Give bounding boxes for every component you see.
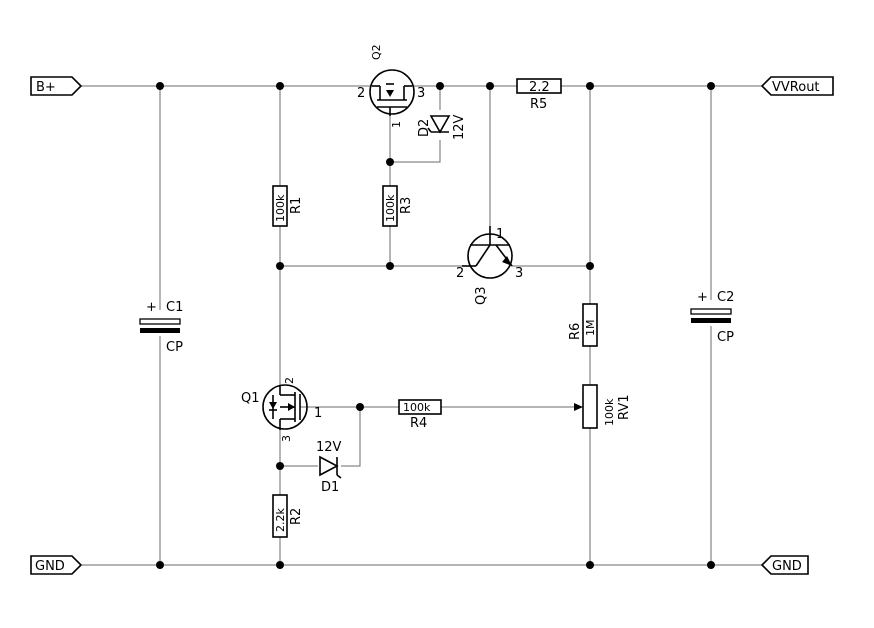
r1-ref: R1 [289,197,304,214]
r5-value: 2.2 [529,80,550,95]
q1-ref: Q1 [241,391,260,406]
zener-d1: 12V D1 [316,440,342,495]
q3-pin3: 3 [515,266,523,281]
resistor-r3: 100k R3 [382,185,414,227]
port-gnd-left: GND [30,555,83,575]
q1-pin2: 2 [283,377,296,384]
q2-pin2: 2 [357,86,365,101]
transistor-q1: Q1 2 1 3 [241,377,322,442]
resistor-r6: 1M R6 [568,303,598,347]
q2-pin3: 3 [417,86,425,101]
r3-value: 100k [384,194,397,222]
r6-ref: R6 [568,323,583,340]
q3-pin1: 1 [496,227,504,242]
q3-ref: Q3 [474,286,489,305]
port-bplus: B+ [30,76,83,96]
r4-ref: R4 [410,416,427,431]
port-gnd-right: GND [760,555,809,575]
wires [80,85,762,566]
r4-value: 100k [403,401,431,414]
r2-value: 2.2k [274,508,287,532]
resistor-r2: 2.2k R2 [272,494,304,538]
resistor-r5: 2.2 R5 [516,78,562,112]
r3-ref: R3 [399,197,414,214]
capacitor-c1: + C1 CP [139,300,183,355]
resistor-r4: 100k R4 [398,399,442,431]
transistor-q2: Q2 2 3 1 [357,44,425,128]
capacitor-c2: + C2 CP [690,290,734,345]
transistor-q3: 1 2 3 Q3 [456,226,523,305]
zener-d2: D2 12V [417,114,467,140]
c2-type: CP [717,330,734,345]
port-bplus-label: B+ [36,80,56,95]
q2-ref: Q2 [370,44,383,60]
r6-value: 1M [584,320,597,337]
rv1-ref: RV1 [617,395,632,421]
c2-plus: + [697,290,708,305]
q1-pin1: 1 [314,406,322,421]
c1-type: CP [166,340,183,355]
r1-value: 100k [274,194,287,222]
r2-ref: R2 [289,508,304,525]
rv1-value: 100k [603,398,616,426]
d2-ref: D2 [417,119,432,137]
d1-value: 12V [316,440,342,455]
q3-pin2: 2 [456,266,464,281]
c1-plus: + [146,300,157,315]
d1-ref: D1 [321,480,339,495]
port-vvrout-label: VVRout [772,80,820,95]
q2-pin1: 1 [390,121,403,128]
c2-ref: C2 [717,290,734,305]
r5-ref: R5 [530,97,547,112]
port-vvrout: VVRout [760,76,834,96]
c1-ref: C1 [166,300,183,315]
potentiometer-rv1: 100k RV1 [574,384,632,429]
q1-pin3: 3 [280,435,293,442]
junction-dots [156,82,715,569]
resistor-r1: 100k R1 [272,185,304,227]
d2-value: 12V [452,114,467,140]
port-gnd-right-label: GND [772,559,802,574]
port-gnd-left-label: GND [35,559,65,574]
